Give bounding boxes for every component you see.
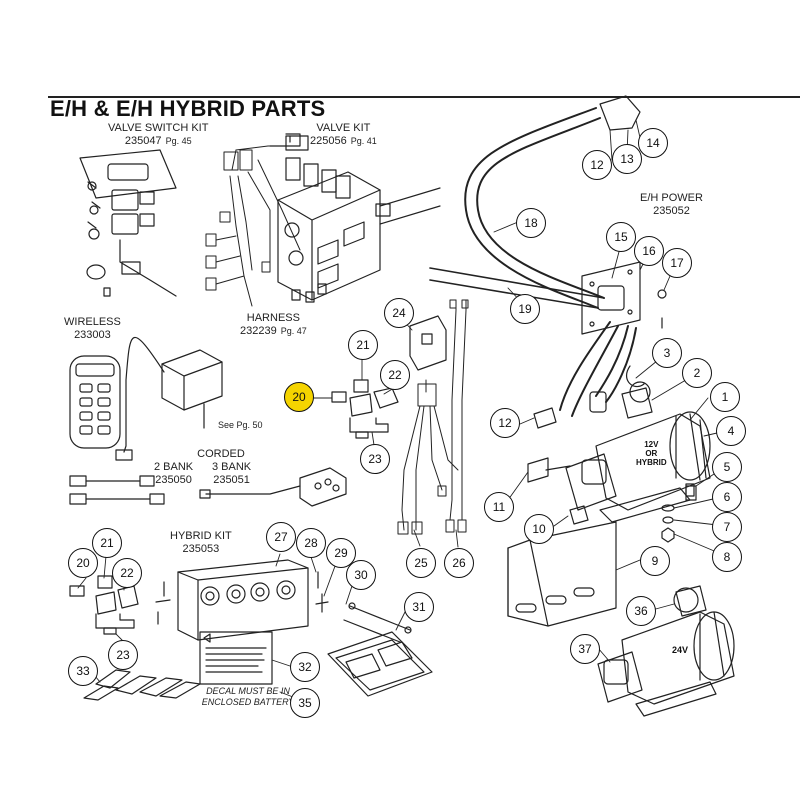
- valve-switch-kit-name: VALVE SWITCH KIT: [108, 122, 209, 134]
- callout-23[interactable]: 23: [360, 444, 390, 474]
- harness-number: 232239: [240, 325, 277, 337]
- callout-14[interactable]: 14: [638, 128, 668, 158]
- callout-35[interactable]: 35: [290, 688, 320, 718]
- motor-label-line1: 12V: [644, 440, 659, 449]
- callout-20-highlighted[interactable]: 20: [284, 382, 314, 412]
- callout-12-lower[interactable]: 12: [490, 408, 520, 438]
- corded-2bank-number: 235050: [155, 474, 192, 486]
- corded-3bank-name: 3 BANK: [212, 461, 252, 473]
- callout-15[interactable]: 15: [606, 222, 636, 252]
- valve-switch-kit-page: Pg. 45: [165, 136, 192, 146]
- corded-name: CORDED: [197, 448, 245, 460]
- callout-31[interactable]: 31: [404, 592, 434, 622]
- callout-10[interactable]: 10: [524, 514, 554, 544]
- callout-9[interactable]: 9: [640, 546, 670, 576]
- callout-37[interactable]: 37: [570, 634, 600, 664]
- callout-20-hybrid[interactable]: 20: [68, 548, 98, 578]
- callout-30[interactable]: 30: [346, 560, 376, 590]
- callout-26[interactable]: 26: [444, 548, 474, 578]
- corded-label: CORDED: [156, 448, 286, 461]
- hybrid-kit-box-art: [155, 559, 329, 641]
- callout-5[interactable]: 5: [712, 452, 742, 482]
- eh-power-motor-art: [527, 365, 711, 525]
- title-divider: [48, 96, 800, 98]
- fasteners-art: [83, 669, 201, 701]
- callout-21-hybrid[interactable]: 21: [92, 528, 122, 558]
- callout-18[interactable]: 18: [516, 208, 546, 238]
- battery-tray-art: [327, 602, 433, 697]
- mount-plate-art: [581, 261, 667, 335]
- callout-4[interactable]: 4: [716, 416, 746, 446]
- hybrid-kit-number: 235053: [182, 543, 220, 555]
- callout-17[interactable]: 17: [662, 248, 692, 278]
- center-small-parts-art: [331, 315, 447, 439]
- callout-11[interactable]: 11: [484, 492, 514, 522]
- callout-1[interactable]: 1: [710, 382, 740, 412]
- see-page-note: See Pg. 50: [218, 420, 263, 430]
- wireless-number: 233003: [74, 329, 111, 341]
- callout-19[interactable]: 19: [510, 294, 540, 324]
- eh-power-number: 235052: [653, 205, 690, 217]
- motor-24v-art: [597, 585, 735, 717]
- callout-2[interactable]: 2: [682, 358, 712, 388]
- callout-13[interactable]: 13: [612, 144, 642, 174]
- corded-3bank-label: 3 BANK 235051: [212, 461, 251, 487]
- corded-3bank-number: 235051: [213, 474, 250, 486]
- eh-power-name: E/H POWER: [640, 192, 703, 204]
- hardware-art: [661, 485, 697, 543]
- callout-28[interactable]: 28: [296, 528, 326, 558]
- motor-24v-label: 24V: [672, 645, 689, 655]
- hoses-art: [429, 95, 641, 429]
- callout-33[interactable]: 33: [68, 656, 98, 686]
- decal-art: [199, 631, 273, 685]
- callout-12-upper[interactable]: 12: [582, 150, 612, 180]
- decal-note: DECAL MUST BE IN ENCLOSED BATTERY: [201, 686, 295, 707]
- callout-16[interactable]: 16: [634, 236, 664, 266]
- valve-kit-name: VALVE KIT: [316, 122, 371, 134]
- valve-switch-kit-art: [79, 149, 177, 297]
- motor-bracket-art: [507, 521, 617, 627]
- wireless-remote-art: [69, 337, 223, 461]
- motor-label-line2: OR: [645, 449, 658, 458]
- callout-36[interactable]: 36: [626, 596, 656, 626]
- callout-25[interactable]: 25: [406, 548, 436, 578]
- valve-kit-page: Pg. 41: [350, 136, 377, 146]
- motor-label-line3: HYBRID: [636, 458, 667, 467]
- valve-switch-kit-number: 235047: [124, 135, 162, 147]
- wireless-label: WIRELESS 233003: [64, 316, 121, 342]
- valve-kit-number: 225056: [310, 135, 347, 147]
- callout-23-hybrid[interactable]: 23: [108, 640, 138, 670]
- callout-8[interactable]: 8: [712, 542, 742, 572]
- wireless-name: WIRELESS: [64, 316, 121, 328]
- harness-page: Pg. 47: [280, 326, 307, 336]
- callout-22-hybrid[interactable]: 22: [112, 558, 142, 588]
- callout-24[interactable]: 24: [384, 298, 414, 328]
- cable-harness-art: [397, 299, 469, 535]
- callout-21[interactable]: 21: [348, 330, 378, 360]
- corded-2bank-label: 2 BANK 235050: [154, 461, 193, 487]
- callout-22[interactable]: 22: [380, 360, 410, 390]
- page-title: E/H & E/H HYBRID PARTS: [50, 96, 326, 121]
- callout-7[interactable]: 7: [712, 512, 742, 542]
- callout-27[interactable]: 27: [266, 522, 296, 552]
- eh-power-label: E/H POWER 235052: [640, 192, 703, 218]
- callout-32[interactable]: 32: [290, 652, 320, 682]
- callout-3[interactable]: 3: [652, 338, 682, 368]
- hybrid-kit-name: HYBRID KIT: [170, 530, 232, 542]
- callout-6[interactable]: 6: [712, 482, 742, 512]
- valve-block-art: [269, 133, 441, 303]
- corded-2bank-name: 2 BANK: [154, 461, 194, 473]
- harness-name: HARNESS: [246, 312, 300, 324]
- motor-12v-hybrid-label: 12V OR HYBRID: [636, 440, 667, 467]
- harness-art: [205, 145, 301, 307]
- hybrid-kit-label: HYBRID KIT 235053: [170, 530, 232, 556]
- corded-art: [69, 467, 347, 507]
